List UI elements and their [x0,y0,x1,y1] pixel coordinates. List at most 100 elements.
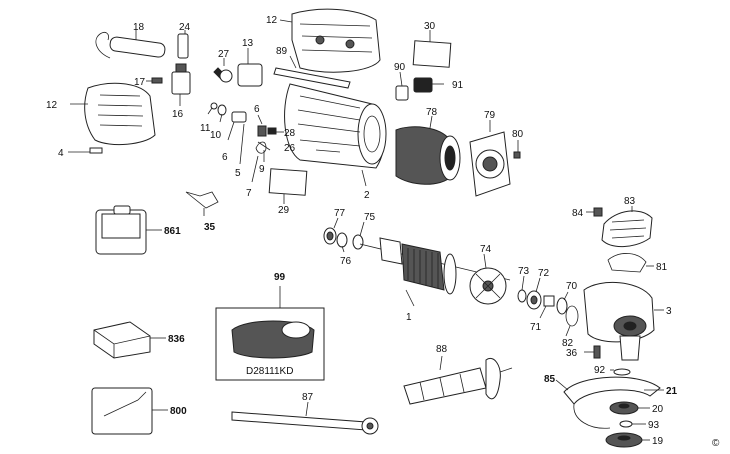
part-20-flange [609,401,650,415]
part-3-gear-case [583,281,664,361]
label-83: 83 [624,196,636,207]
part-13-capacitor [237,48,263,87]
part-73-washer [517,275,527,303]
part-16-switch [171,63,191,106]
part-85-wheel-guard [555,376,661,429]
label-7: 7 [246,188,252,199]
part-71-pinion [539,295,555,319]
label-27: 27 [218,49,230,60]
part-99-kit-box [215,286,325,381]
part-76-washer [336,232,348,253]
part-89-bracket [273,55,351,89]
part-78-field [395,115,461,185]
part-4-screw [68,147,103,154]
label-861: 861 [164,226,181,237]
label-87: 87 [302,392,314,403]
label-kit-model: D28111KD [246,366,293,377]
label-81: 81 [656,262,668,273]
part-72-bearing [526,277,542,310]
label-13: 13 [242,38,254,49]
part-82-o-ring [565,305,579,337]
part-90-clip [395,71,409,101]
part-87-spanner [231,401,379,435]
label-77: 77 [334,208,346,219]
part-10-washer [217,104,227,123]
part-80-screw [513,140,521,159]
part-70-ring [556,291,569,315]
part-88-side-handle [403,355,513,405]
label-89: 89 [276,46,288,57]
label-29: 29 [278,205,290,216]
part-861-carry-case [95,205,162,255]
label-2: 2 [364,190,370,201]
label-3: 3 [666,306,672,317]
label-72: 72 [538,268,550,279]
label-6-left: 6 [222,152,228,163]
part-6-brush-holder [227,111,267,141]
label-12-top: 12 [266,15,278,26]
label-73: 73 [518,266,530,277]
label-88: 88 [436,344,448,355]
part-800-tool-kit [91,387,168,435]
part-12-rear-housing [70,82,156,145]
label-75: 75 [364,212,376,223]
label-92: 92 [594,365,606,376]
label-30: 30 [424,21,436,32]
label-6-right: 6 [254,104,260,115]
part-11-spring [207,102,218,115]
label-10: 10 [210,130,222,141]
label-1: 1 [406,312,412,323]
label-79: 79 [484,110,496,121]
part-91-switch-plate [413,77,444,93]
label-82: 82 [562,338,574,349]
part-84-screw [586,207,603,217]
label-17: 17 [134,77,146,88]
part-836-guard-kit [93,321,166,359]
part-27-cap [213,58,233,83]
label-9: 9 [259,164,265,175]
label-28: 28 [284,128,296,139]
part-92-washer [610,368,631,376]
label-71: 71 [530,322,542,333]
label-36: 36 [566,348,578,359]
label-21: 21 [666,386,678,397]
label-70: 70 [566,281,578,292]
label-84: 84 [572,208,584,219]
label-4: 4 [58,148,64,159]
part-93-washer [619,420,646,428]
part-28-plate [267,127,284,135]
part-30-label [412,30,452,68]
part-2-motor-housing [284,83,387,187]
label-20: 20 [652,404,664,415]
part-17-screw [146,77,163,84]
part-5-brush [239,123,245,165]
label-12-left: 12 [46,100,58,111]
part-18-cable [95,30,166,59]
part-26-clip [257,141,271,151]
part-83-gear-cover [601,206,653,247]
label-11: 11 [200,123,211,134]
part-35-lever [185,191,219,216]
label-16: 16 [172,109,184,120]
part-12-field-housing-top [279,8,381,73]
part-74-fan [469,253,507,305]
label-78: 78 [426,107,438,118]
label-18: 18 [133,22,145,33]
label-26: 26 [284,143,296,154]
label-5: 5 [235,168,241,179]
label-35: 35 [204,222,216,233]
label-85: 85 [544,374,556,385]
label-800: 800 [170,406,187,417]
part-1-armature [359,237,511,307]
part-77-bearing [323,217,339,245]
label-90: 90 [394,62,406,73]
label-80: 80 [512,129,524,140]
label-91: 91 [452,80,464,91]
part-75-washer [352,221,365,250]
part-19-nut [605,432,650,448]
label-836: 836 [168,334,185,345]
part-36-screw [584,345,601,359]
part-screw-pair [315,149,341,153]
part-79-end-plate [469,120,511,197]
